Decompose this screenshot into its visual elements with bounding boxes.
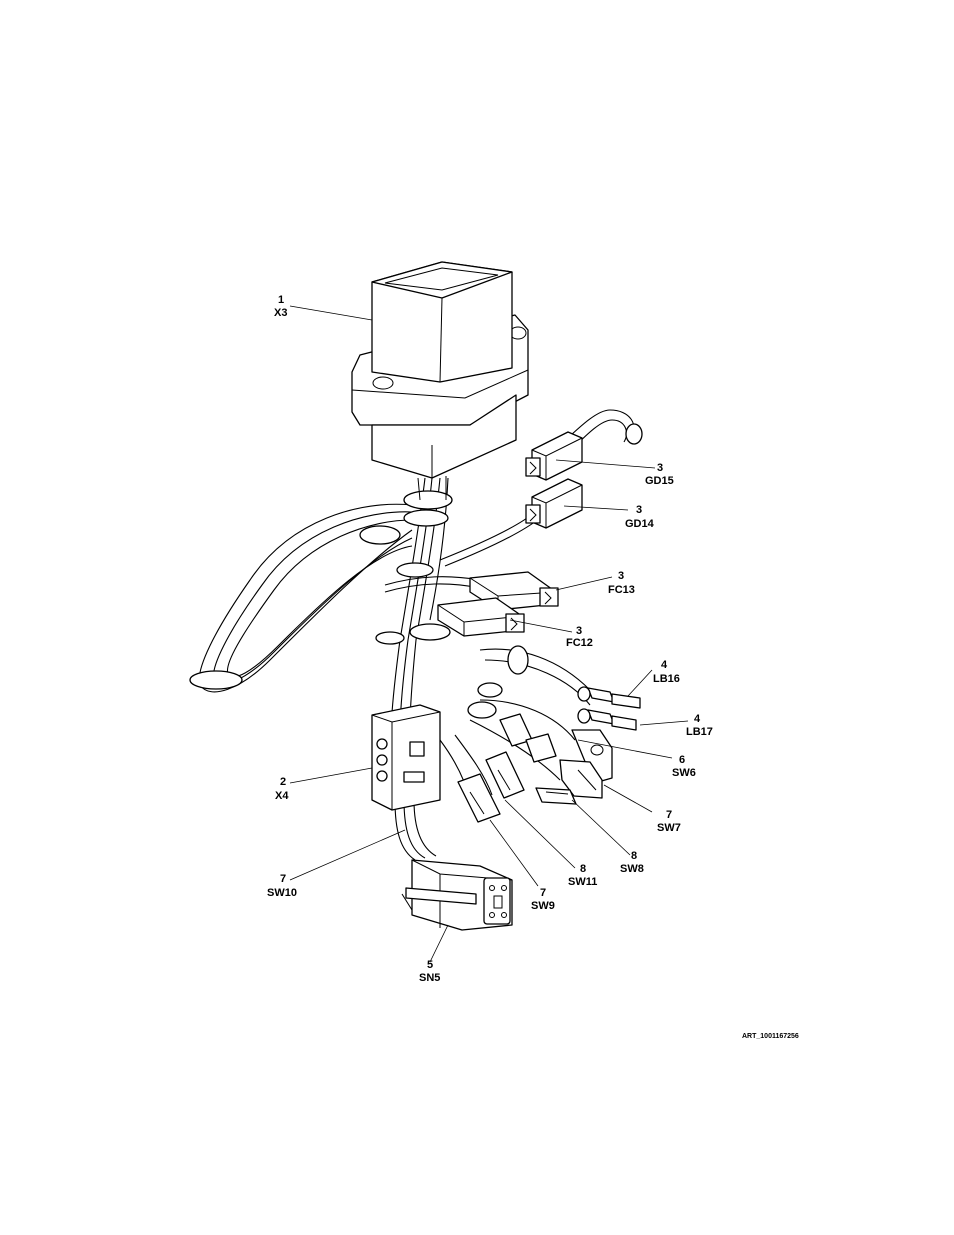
connector-x3 [351,261,529,501]
callout-lb16-code: LB16 [653,673,680,685]
callout-sw7-code: SW7 [657,822,681,834]
callout-gd14-number: 3 [636,504,642,516]
callout-gd15-code: GD15 [645,475,674,487]
callout-gd14-code: GD14 [625,518,655,530]
callout-fc12-code: FC12 [566,637,593,649]
callout-sw7-number: 7 [666,809,672,821]
leader-lines [289,305,689,963]
callout-fc12-number: 3 [576,625,582,637]
terminal-sw8 [535,787,577,805]
callout-x3-number: 1 [278,294,284,306]
callouts: 1 X3 3 GD15 3 GD14 3 FC13 3 FC12 4 LB16 … [267,294,713,984]
connector-sn5 [401,859,513,931]
callout-fc13-number: 3 [618,570,624,582]
callout-sw11-number: 8 [580,863,586,875]
callout-sw8-number: 8 [631,850,637,862]
terminal-gd14 [525,478,583,529]
art-id-label: ART_1001167256 [742,1033,799,1040]
terminal-gd15 [525,431,583,481]
callout-sw11-code: SW11 [568,876,597,888]
callout-gd15-number: 3 [657,462,663,474]
connector-x4 [371,704,441,811]
callout-sn5-code: SN5 [419,972,440,984]
callout-sw10-code: SW10 [267,887,297,899]
fuse-holder-fc12 [437,597,525,637]
terminal-lb17 [577,708,637,731]
callout-sn5-number: 5 [427,959,433,971]
callout-sw9-number: 7 [540,887,546,899]
callout-x3-code: X3 [274,307,287,319]
terminal-lb16 [577,686,641,709]
callout-sw6-number: 6 [679,754,685,766]
callout-sw10-number: 7 [280,873,286,885]
terminal-sw11 [485,751,525,799]
terminal-small-cluster [499,713,557,763]
callout-lb17-code: LB17 [686,726,713,738]
callout-lb17-number: 4 [694,713,701,725]
terminal-sw9 [457,773,501,823]
callout-sw9-code: SW9 [531,900,555,912]
terminal-sw7 [559,759,603,799]
callout-x4-code: X4 [275,790,289,802]
callout-x4-number: 2 [280,776,286,788]
callout-lb16-number: 4 [661,659,668,671]
callout-fc13-code: FC13 [608,584,635,596]
callout-sw8-code: SW8 [620,863,644,875]
callout-sw6-code: SW6 [672,767,696,779]
